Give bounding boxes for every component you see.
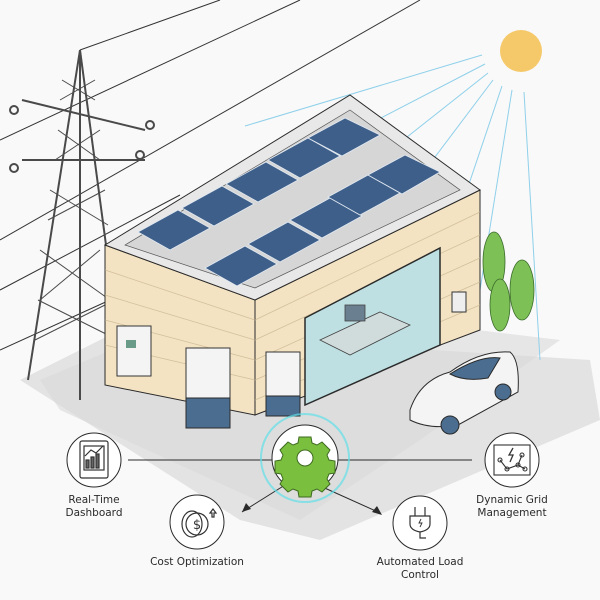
- rooftop-solar-array: [137, 117, 441, 287]
- battery-2: [265, 395, 301, 417]
- plug-icon: [409, 507, 431, 539]
- sun: [500, 30, 542, 72]
- grid-network-icon: [493, 444, 531, 476]
- label-line: Dynamic Grid: [476, 494, 548, 506]
- inverter-box-1: [116, 325, 152, 377]
- label-line: Control: [401, 569, 439, 581]
- wall-ev-charger: [451, 291, 467, 313]
- gear-icon: [274, 436, 336, 498]
- trees: [482, 231, 535, 332]
- power-transmission-tower: [9, 49, 155, 400]
- inverter-box-3: [265, 351, 301, 399]
- electric-car: [409, 351, 519, 435]
- power-lines: [0, 0, 421, 351]
- feature-cost-optimization[interactable]: $: [169, 494, 225, 550]
- inverter-box-2: [185, 347, 231, 401]
- svg-text:$: $: [193, 518, 201, 533]
- label-dynamic-grid-management: Dynamic Grid Management: [456, 494, 568, 520]
- label-line: Cost Optimization: [150, 556, 244, 568]
- central-control-hub[interactable]: [260, 413, 350, 503]
- desk-with-computer: [319, 304, 411, 356]
- label-line: Automated Load: [376, 556, 464, 568]
- feature-real-time-dashboard[interactable]: [66, 432, 122, 488]
- feature-dynamic-grid-management[interactable]: [484, 432, 540, 488]
- feature-automated-load-control[interactable]: [392, 495, 448, 551]
- label-cost-optimization: Cost Optimization: [137, 556, 257, 569]
- label-line: Real-Time: [68, 494, 120, 506]
- label-real-time-dashboard: Real-Time Dashboard: [44, 494, 144, 520]
- label-line: Dashboard: [65, 507, 123, 519]
- label-automated-load-control: Automated Load Control: [360, 556, 480, 582]
- coin-dollar-icon: $: [181, 508, 218, 538]
- label-line: Management: [477, 507, 547, 519]
- battery-1: [185, 397, 231, 429]
- tablet-chart-icon: [79, 440, 109, 479]
